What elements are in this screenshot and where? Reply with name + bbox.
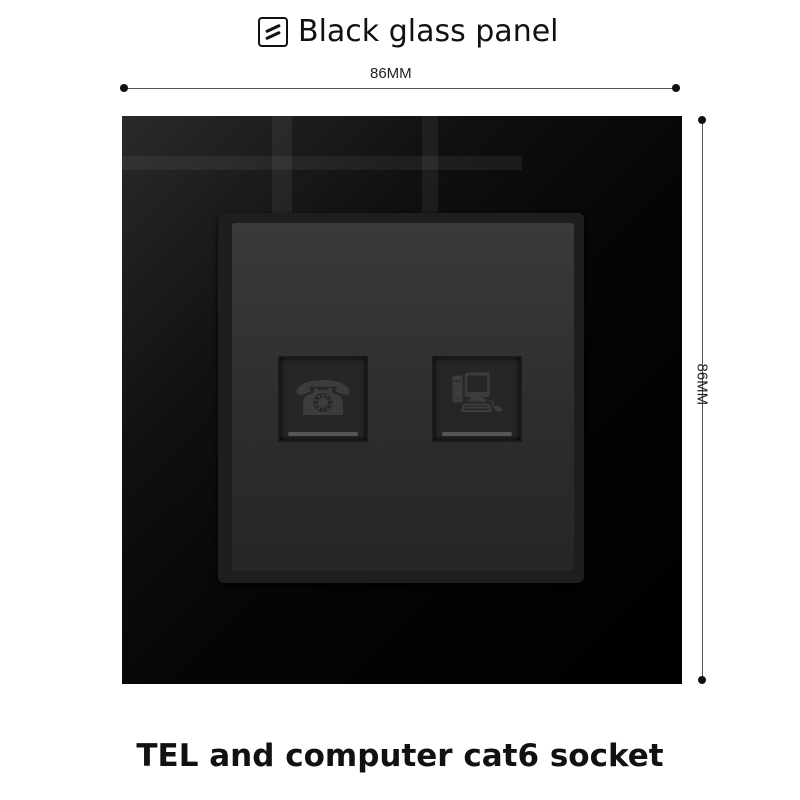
dimension-endpoint (672, 84, 680, 92)
telephone-icon: ☎ (293, 373, 353, 426)
socket-module: ☎ 🖳 (218, 213, 584, 583)
product-caption: TEL and computer cat6 socket (136, 738, 664, 774)
computer-icon: 🖳 (450, 372, 504, 416)
dimension-endpoint (120, 84, 128, 92)
socket-faceplate: ☎ 🖳 (232, 223, 574, 571)
header-title: Black glass panel (258, 14, 559, 49)
computer-port: 🖳 (432, 356, 522, 442)
glass-panel-icon (258, 16, 288, 47)
dimension-endpoint (698, 676, 706, 684)
height-dimension-label: 86MM (693, 363, 711, 406)
title-text: Black glass panel (298, 14, 559, 49)
height-dimension-line (702, 120, 703, 680)
dimension-endpoint (698, 116, 706, 124)
width-dimension-label: 86MM (370, 65, 412, 82)
width-dimension-line (124, 88, 676, 89)
telephone-port: ☎ (278, 356, 368, 442)
reflection (122, 156, 522, 170)
